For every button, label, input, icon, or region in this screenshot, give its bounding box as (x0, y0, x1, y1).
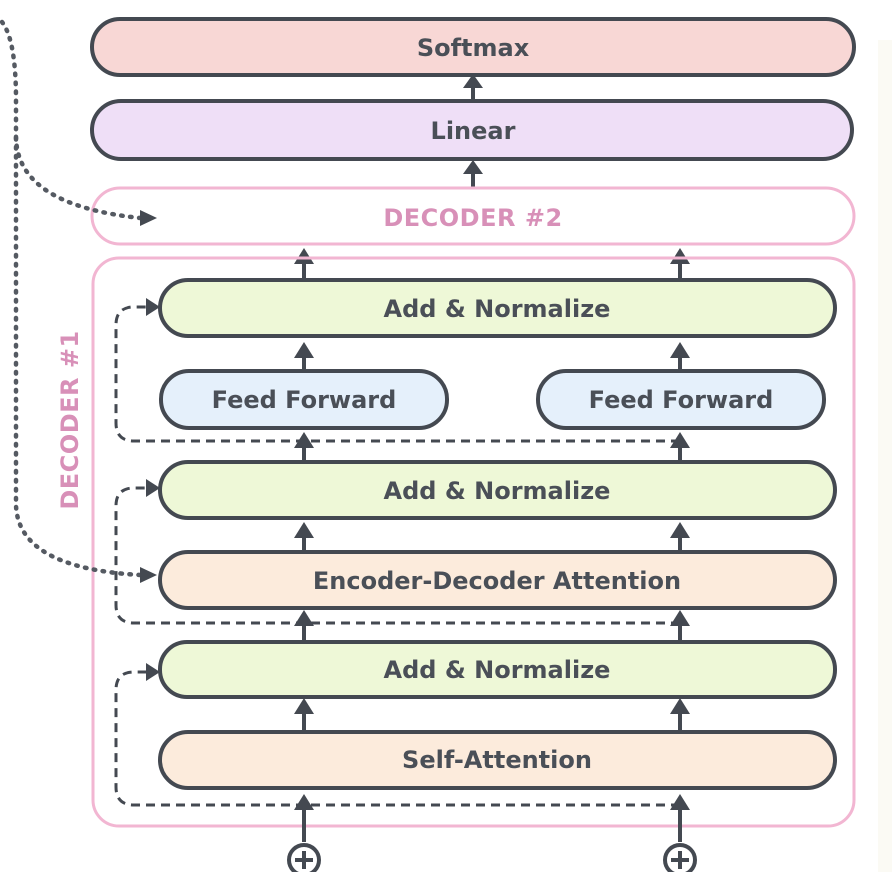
arrowhead-right-input-to-self-attention (670, 794, 690, 810)
residual-arrowhead-ffn (146, 298, 160, 316)
arrowhead-right-ffn-to-add-norm (670, 342, 690, 358)
arrowhead-left-decoder1-to-decoder2 (294, 248, 314, 264)
arrowhead-linear-to-softmax (463, 74, 483, 88)
encoder-decoder-attention-box (158, 550, 837, 610)
add-normalize-top-block: Add & Normalize (158, 278, 837, 338)
decoder-1-frame (91, 256, 856, 828)
encoder-output-to-enc-dec-attention-arrowhead (140, 567, 157, 583)
residual-arrowhead-self-attention (146, 663, 160, 681)
softmax-label: Softmax (417, 34, 530, 62)
residual-line-ffn (114, 305, 680, 443)
add-normalize-bottom-box (158, 640, 837, 699)
add-normalize-mid-label: Add & Normalize (384, 477, 611, 505)
arrowhead-left-ffn-to-add-norm (294, 342, 314, 358)
encoder-decoder-attention-label: Encoder-Decoder Attention (313, 567, 681, 595)
residual-arrowhead-enc-dec (146, 479, 160, 497)
residual-line-self-attention (114, 670, 680, 807)
self-attention-box (158, 730, 837, 790)
feed-forward-right-box (536, 369, 826, 430)
softmax-block: Softmax (90, 17, 856, 77)
background-panel (878, 40, 892, 872)
arrowhead-right-add-norm-to-enc-dec (670, 610, 690, 626)
feed-forward-left-box (159, 369, 449, 430)
feed-forward-right-label: Feed Forward (589, 386, 774, 414)
plus-circle-icon (663, 843, 697, 872)
decoder-2-block: DECODER #2 (90, 186, 856, 246)
encoder-output-to-enc-dec-attention-line (13, 135, 143, 578)
encoder-decoder-attention-block: Encoder-Decoder Attention (158, 550, 837, 610)
decoder-1-label: DECODER #1 (56, 330, 84, 509)
feed-forward-left-block: Feed Forward (159, 369, 449, 430)
arrowhead-left-self-attention-to-add-norm (294, 698, 314, 714)
arrowhead-left-enc-dec-to-add-norm (294, 522, 314, 538)
feed-forward-right-block: Feed Forward (536, 369, 826, 430)
feed-forward-left-label: Feed Forward (212, 386, 397, 414)
linear-label: Linear (431, 117, 516, 145)
arrowhead-right-enc-dec-to-add-norm (670, 522, 690, 538)
arrowhead-right-add-norm-to-ffn (670, 432, 690, 448)
self-attention-block: Self-Attention (158, 730, 837, 790)
encoder-output-to-decoder2-arrowhead (140, 210, 157, 226)
linear-block: Linear (90, 99, 854, 161)
add-normalize-top-box (158, 278, 837, 338)
arrowhead-decoder2-to-linear (463, 160, 483, 174)
add-normalize-mid-box (158, 460, 837, 520)
arrowhead-right-decoder1-to-decoder2 (670, 248, 690, 264)
add-normalize-top-label: Add & Normalize (384, 295, 611, 323)
linear-box (90, 99, 854, 161)
arrowhead-left-input-to-self-attention (294, 794, 314, 810)
plus-circle-icon (287, 843, 321, 872)
arrowhead-left-add-norm-to-enc-dec (294, 610, 314, 626)
self-attention-label: Self-Attention (402, 746, 592, 774)
arrowhead-right-self-attention-to-add-norm (670, 698, 690, 714)
add-normalize-mid-block: Add & Normalize (158, 460, 837, 520)
arrowhead-left-add-norm-to-ffn (294, 432, 314, 448)
add-normalize-bottom-block: Add & Normalize (158, 640, 837, 699)
add-normalize-bottom-label: Add & Normalize (384, 656, 611, 684)
decoder-2-box (90, 186, 856, 246)
residual-line-enc-dec (114, 486, 680, 625)
decoder-2-label: DECODER #2 (383, 204, 562, 232)
